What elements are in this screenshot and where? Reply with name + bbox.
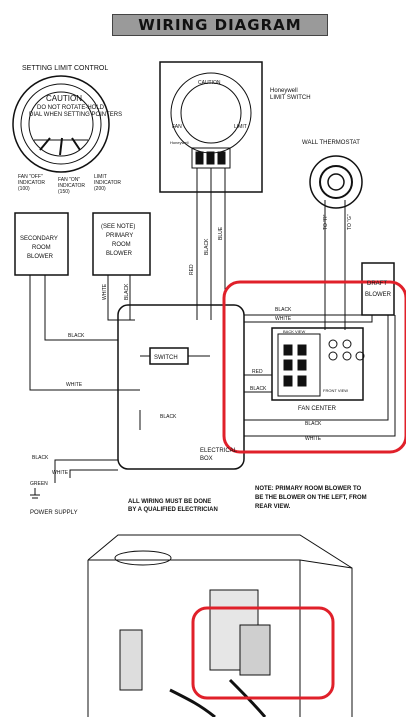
switch-label: SWITCH [154,355,178,361]
wire-black-3: BLACK [204,238,210,255]
note-1: NOTE: PRIMARY ROOM BLOWER TO [255,486,362,492]
warning-1: ALL WIRING MUST BE DONE [128,499,211,505]
fan-on-indicator-3: (150) [58,189,70,195]
limit-switch-label: LIMIT SWITCH [270,95,311,101]
to-r-label: TO "R" [323,214,329,230]
wire-white-5: WHITE [52,470,69,476]
fan-off-indicator-1: FAN "OFF" [18,174,43,180]
primary-blower-4: BLOWER [106,251,133,257]
to-g-label: TO "G" [347,214,353,230]
draft-blower-box [361,262,395,316]
wire-black-1: BLACK [68,333,85,339]
front-view-label: FRONT VIEW [323,388,348,393]
caution-text-2: DIAL WHEN SETTING POINTERS [29,112,122,118]
green-label: GREEN [30,481,48,487]
switch-fan-label: FAN [172,124,182,130]
wire-white-1: WHITE [66,382,83,388]
primary-blower-3: ROOM [112,242,131,248]
highlight-fan-center [222,280,406,454]
primary-room-blower-box [92,212,151,276]
wire-black-5: BLACK [250,386,267,392]
note-2: BE THE BLOWER ON THE LEFT, FROM [255,495,367,501]
fan-off-indicator-2: INDICATOR [18,180,45,186]
wall-thermostat-label: WALL THERMOSTAT [302,140,360,146]
highlight-furnace-box [191,606,335,700]
limit-indicator-3: (200) [94,186,106,192]
electric-box-1: ELECTRICAL [200,448,238,454]
secondary-room-blower-box [14,212,69,276]
primary-blower-1: (SEE NOTE) [101,224,135,230]
wire-red-1: RED [189,264,195,275]
limit-indicator-2: INDICATOR [94,180,121,186]
secondary-blower-1: SECONDARY [20,236,58,242]
draft-blower-1: DRAFT [367,281,387,287]
wire-black-4: BLACK [275,307,292,313]
electric-box-2: BOX [200,456,213,462]
switch-honeywell-label: Honeywell [170,140,189,145]
title-banner: WIRING DIAGRAM [112,14,328,36]
wire-white-3: WHITE [275,316,292,322]
setting-limit-control-label: SETTING LIMIT CONTROL [22,65,108,72]
fan-on-indicator-1: FAN "ON" [58,177,80,183]
warning-2: BY A QUALIFIED ELECTRICIAN [128,507,218,513]
caution-text-1: DO NOT ROTATE-HOLD [37,105,105,111]
switch-caution-label: CAUTION [198,80,221,86]
wire-white-4: WHITE [305,436,322,442]
back-view-label: BACK VIEW [283,329,305,334]
honeywell-label: Honeywell [270,88,298,94]
electrical-box [117,304,245,470]
fan-center-label: FAN CENTER [298,406,337,412]
wire-blue-1: BLUE [218,226,224,240]
fan-on-indicator-2: INDICATOR [58,183,85,189]
wire-black-2: BLACK [124,283,130,300]
wire-white-2: WHITE [102,283,108,300]
draft-blower-2: BLOWER [365,292,392,298]
note-3: REAR VIEW. [255,504,291,510]
caution-label: CAUTION [46,94,82,103]
wall-thermostat [309,155,363,209]
fan-center [271,327,365,401]
page-title: WIRING DIAGRAM [138,16,302,34]
secondary-blower-3: BLOWER [27,254,54,260]
switch-limit-label: LIMIT [234,124,247,130]
secondary-blower-2: ROOM [32,245,51,251]
setting-limit-control-dial [12,75,110,173]
wire-black-6: BLACK [160,414,177,420]
limit-indicator-1: LIMIT [94,174,107,180]
furnace-illustration [87,534,353,717]
wire-black-8: BLACK [32,455,49,461]
primary-blower-2: PRIMARY [106,233,133,239]
fan-off-indicator-3: (100) [18,186,30,192]
wire-black-7: BLACK [305,421,322,427]
power-supply-label: POWER SUPPLY [30,510,78,516]
wire-red-2: RED [252,369,263,375]
